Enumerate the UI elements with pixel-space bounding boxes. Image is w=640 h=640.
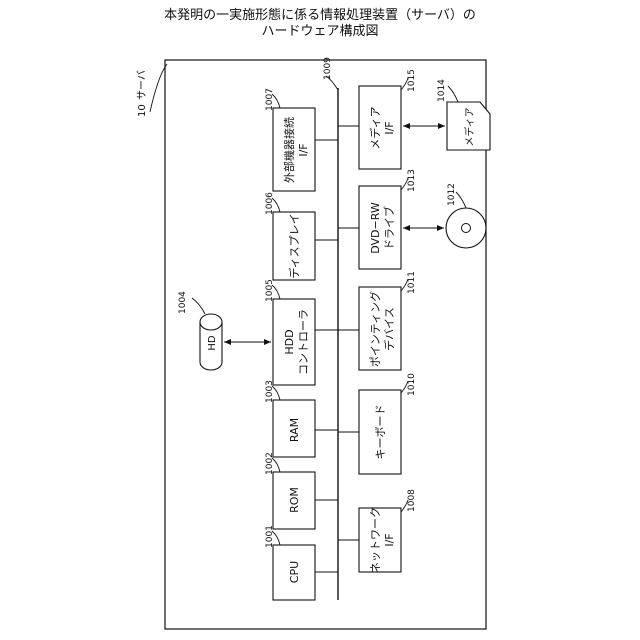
cpu-block: CPU 1001 (265, 525, 338, 600)
disc-ref: 1012 (447, 183, 457, 206)
dvd-drive-ref: 1013 (407, 169, 417, 192)
hd-ref: 1004 (178, 291, 188, 314)
dvd-drive-block: DVD−RW ドライブ 1013 (338, 169, 417, 269)
disc-icon: 1012 (446, 183, 486, 248)
media-card-ref: 1014 (437, 79, 447, 102)
rom-label: ROM (288, 487, 301, 513)
dvd-drive-label-2: ドライブ (382, 206, 396, 250)
pointing-label-1: ポインティング (368, 291, 382, 367)
network-if-label-2: I/F (383, 533, 396, 546)
external-if-block: 外部機器接続 I/F 1007 (265, 88, 338, 191)
external-if-label-2: I/F (297, 143, 310, 156)
media-if-ref: 1015 (407, 69, 417, 92)
external-if-ref: 1007 (265, 88, 275, 111)
media-card-label: メディア (463, 107, 476, 146)
pointing-ref: 1011 (407, 271, 417, 294)
bus-ref: 1009 (323, 57, 333, 80)
ram-block: RAM 1003 (265, 380, 338, 457)
hdd-controller-label-2: コントローラ (297, 309, 310, 375)
pointing-device-block: ポインティング デバイス 1011 (338, 271, 417, 370)
media-card: メディア 1014 (437, 79, 490, 150)
dvd-drive-label-1: DVD−RW (369, 202, 382, 254)
display-ref: 1006 (265, 192, 275, 215)
hd-device: HD 1004 (178, 291, 222, 370)
network-if-label-1: ネットワーク (369, 507, 382, 573)
hd-label: HD (207, 335, 218, 351)
media-if-label-2: I/F (383, 121, 396, 134)
hdd-controller-ref: 1005 (265, 279, 275, 302)
network-if-ref: 1008 (407, 489, 417, 512)
rom-block: ROM 1002 (265, 452, 338, 529)
keyboard-block: キーボード 1010 (338, 373, 417, 474)
external-if-label-1: 外部機器接続 (282, 117, 296, 183)
cpu-label: CPU (288, 561, 301, 583)
media-if-block: メディア I/F 1015 (338, 69, 417, 169)
pointing-label-2: デバイス (382, 307, 396, 351)
hdd-controller-block: HDD コントローラ 1005 (265, 279, 338, 385)
hdd-controller-label-1: HDD (283, 329, 296, 354)
keyboard-label: キーボード (374, 405, 387, 460)
display-block: ディスプレイ 1006 (265, 192, 338, 280)
media-if-label-1: メディア (368, 106, 382, 149)
server-ref: 10 (137, 104, 148, 117)
server-label: サーバ (136, 70, 148, 100)
network-if-block: ネットワーク I/F 1008 (338, 489, 417, 573)
ram-label: RAM (288, 418, 301, 442)
display-label: ディスプレイ (287, 213, 301, 278)
keyboard-ref: 1010 (407, 373, 417, 396)
